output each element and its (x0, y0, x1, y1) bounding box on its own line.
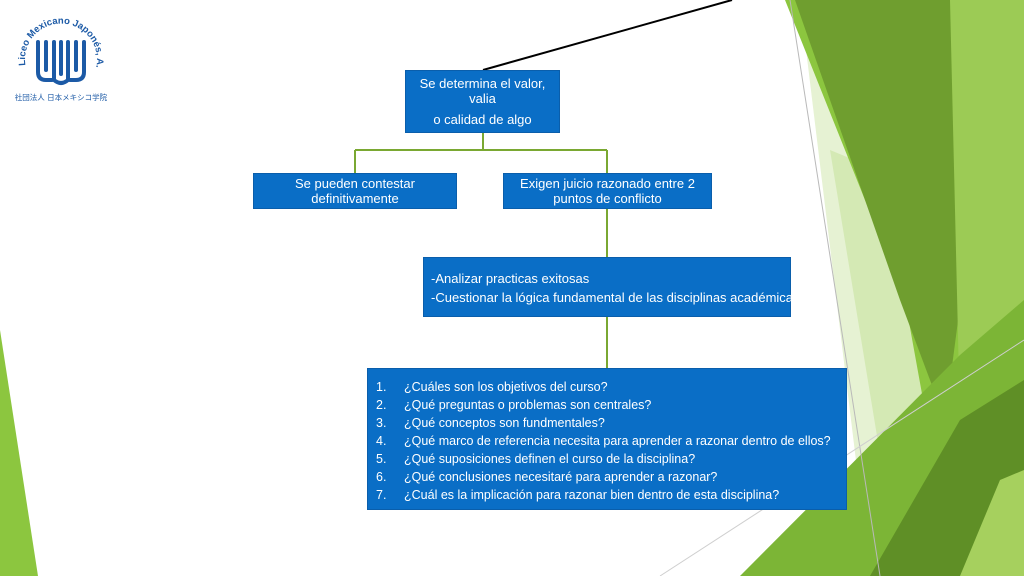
green-wedge-left (0, 330, 38, 576)
green-wedge-olive (950, 0, 1024, 420)
list-item: 4. ¿Qué marco de referencia necesita par… (376, 432, 846, 450)
connectors (354, 133, 608, 368)
right-child-line-2: puntos de conflicto (553, 191, 662, 206)
list-item-number: 6. (376, 470, 387, 484)
left-child-node: Se pueden contestar definitivamente (253, 173, 457, 209)
questions-node: 1. ¿Cuáles son los objetivos del curso? … (367, 368, 847, 510)
list-item-number: 1. (376, 380, 387, 394)
list-item-text: ¿Qué suposiciones definen el curso de la… (404, 452, 696, 466)
root-line-1: Se determina el valor, (419, 76, 546, 91)
list-item-text: ¿Qué marco de referencia necesita para a… (404, 434, 831, 448)
list-item: 1. ¿Cuáles son los objetivos del curso? (376, 378, 846, 396)
svg-text:Liceo Mexicano Japonés, A.C.: Liceo Mexicano Japonés, A.C. (12, 14, 105, 69)
middle-line-1: -Analizar practicas exitosas (431, 271, 590, 286)
left-child-line-2: definitivamente (311, 191, 399, 206)
list-item: 6. ¿Qué conclusiones necesitaré para apr… (376, 468, 846, 486)
list-item: 5. ¿Qué suposiciones definen el curso de… (376, 450, 846, 468)
list-item: 2. ¿Qué preguntas o problemas son centra… (376, 396, 846, 414)
list-item-text: ¿Qué conceptos son fundmentales? (404, 416, 605, 430)
middle-line-2: -Cuestionar la lógica fundamental de las… (431, 290, 800, 305)
list-item-number: 3. (376, 416, 387, 430)
logo-mark (36, 40, 86, 85)
accent-line (789, 0, 881, 576)
right-child-line-1: Exigen juicio razonado entre 2 (520, 176, 695, 191)
list-item-number: 5. (376, 452, 387, 466)
list-item-text: ¿Cuál es la implicación para razonar bie… (404, 488, 780, 502)
root-line-3: o calidad de algo (433, 112, 532, 127)
root-line-2: valia (469, 91, 496, 106)
green-wedge-dark (795, 0, 1000, 420)
logo-arc-text: Liceo Mexicano Japonés, A.C. (9, 6, 106, 69)
green-wedge-bottom-light (960, 470, 1024, 576)
list-item-number: 4. (376, 434, 387, 448)
right-child-node: Exigen juicio razonado entre 2 puntos de… (503, 173, 712, 209)
logo-bottom-text: 社団法人 日本メキシコ学院 (15, 92, 108, 102)
middle-node: -Analizar practicas exitosas -Cuestionar… (423, 257, 800, 317)
list-item-text: ¿Qué conclusiones necesitaré para aprend… (404, 470, 718, 484)
pointer-line (482, 0, 733, 71)
logo: Liceo Mexicano Japonés, A.C. 社団法人 日本メキシコ… (9, 6, 110, 112)
list-item-number: 2. (376, 398, 387, 412)
list-item: 3. ¿Qué conceptos son fundmentales? (376, 414, 846, 432)
list-item-number: 7. (376, 488, 387, 502)
list-item: 7. ¿Cuál es la implicación para razonar … (376, 486, 846, 504)
logo-emblem: Liceo Mexicano Japonés, A.C. 社団法人 日本メキシコ… (9, 6, 108, 102)
list-item-text: ¿Cuáles son los objetivos del curso? (404, 380, 608, 394)
list-item-text: ¿Qué preguntas o problemas son centrales… (404, 398, 652, 412)
root-node: Se determina el valor, valia o calidad d… (405, 70, 560, 133)
left-child-line-1: Se pueden contestar (295, 176, 415, 191)
